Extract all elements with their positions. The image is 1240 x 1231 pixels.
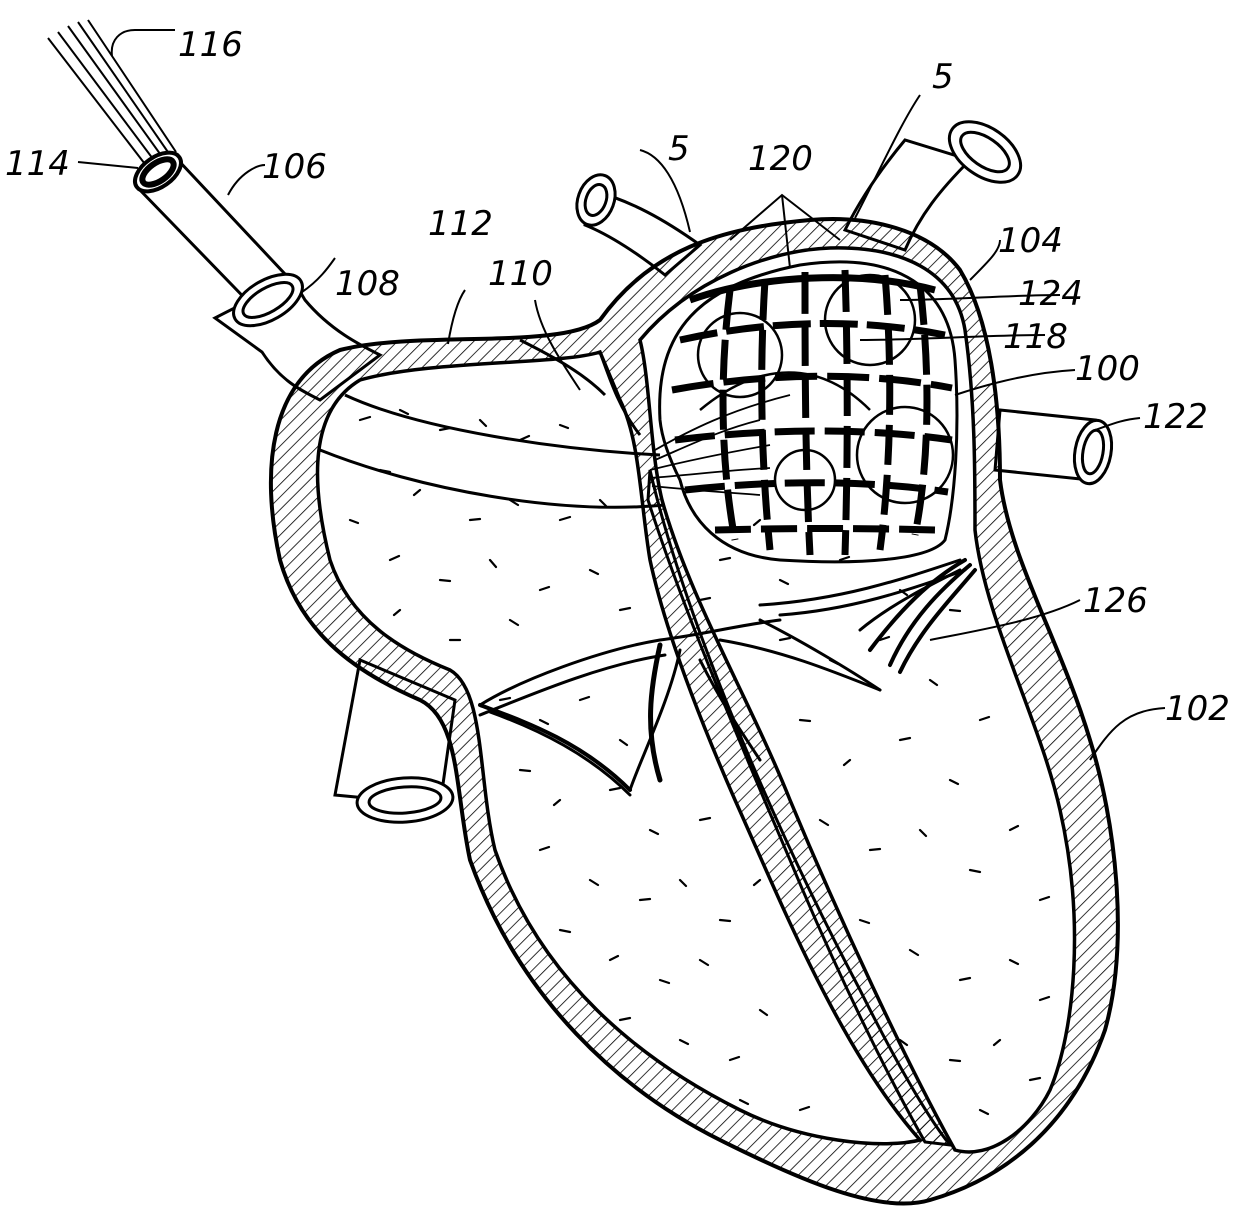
label-106: 106 <box>262 147 327 187</box>
label-112: 112 <box>428 204 493 244</box>
label-124: 124 <box>1018 274 1083 314</box>
label-100: 100 <box>1075 349 1140 389</box>
label-110: 110 <box>488 254 553 294</box>
label-5-right: 5 <box>932 57 954 97</box>
label-116: 116 <box>178 25 243 65</box>
label-122: 122 <box>1143 397 1208 437</box>
label-108: 108 <box>335 264 400 304</box>
label-104: 104 <box>998 221 1063 261</box>
label-102: 102 <box>1165 689 1230 729</box>
label-120: 120 <box>748 139 813 179</box>
label-5-left: 5 <box>668 129 690 169</box>
label-114: 114 <box>5 144 70 184</box>
label-118: 118 <box>1003 317 1068 357</box>
label-126: 126 <box>1083 581 1148 621</box>
